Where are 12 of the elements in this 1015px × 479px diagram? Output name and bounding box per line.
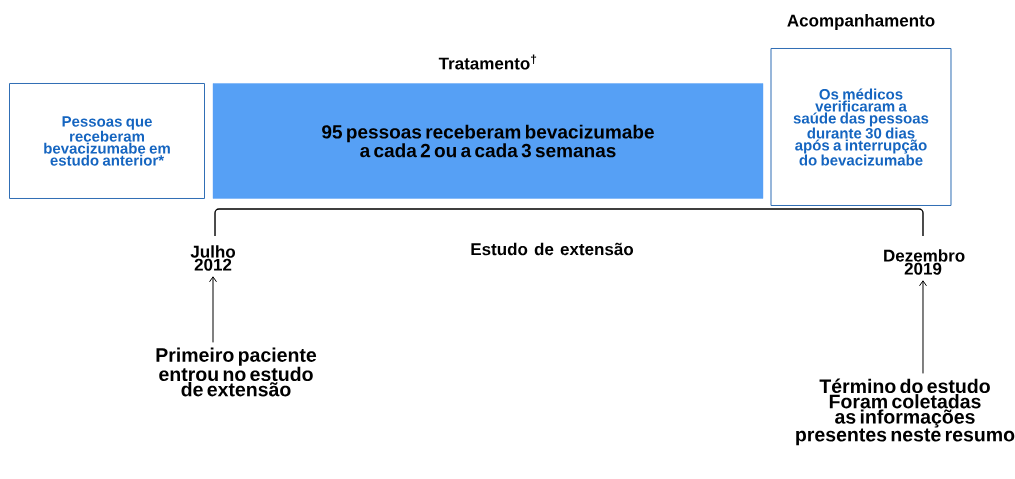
- treatment-bar: 95 pessoas receberam bevacizumabe a cada 2 ou a cada 3 semanas: [212, 83, 764, 199]
- note-text: Primeiro paciente entrou no estudo de extensão: [156, 347, 317, 397]
- note-text: Término do estudo Foram coletadas as informações presentes neste resumo: [796, 378, 1015, 446]
- phase-label: Estudo de extensão: [471, 242, 634, 256]
- text-box: Os médicos verificaram a saúde das pessoas durante 30 dias após a interrupção do bevacizumabe: [770, 48, 952, 206]
- heading: Tratamento$^{†}$: [438, 54, 537, 70]
- text-box: Pessoas que receberam bevacizumabe em estudo anterior*: [9, 83, 205, 199]
- date-text: Julho 2012: [190, 245, 235, 271]
- heading: Acompanhamento: [787, 14, 935, 30]
- arrow: [919, 280, 927, 374]
- date-text: Dezembro 2019: [884, 249, 965, 275]
- arrow: [209, 276, 217, 343]
